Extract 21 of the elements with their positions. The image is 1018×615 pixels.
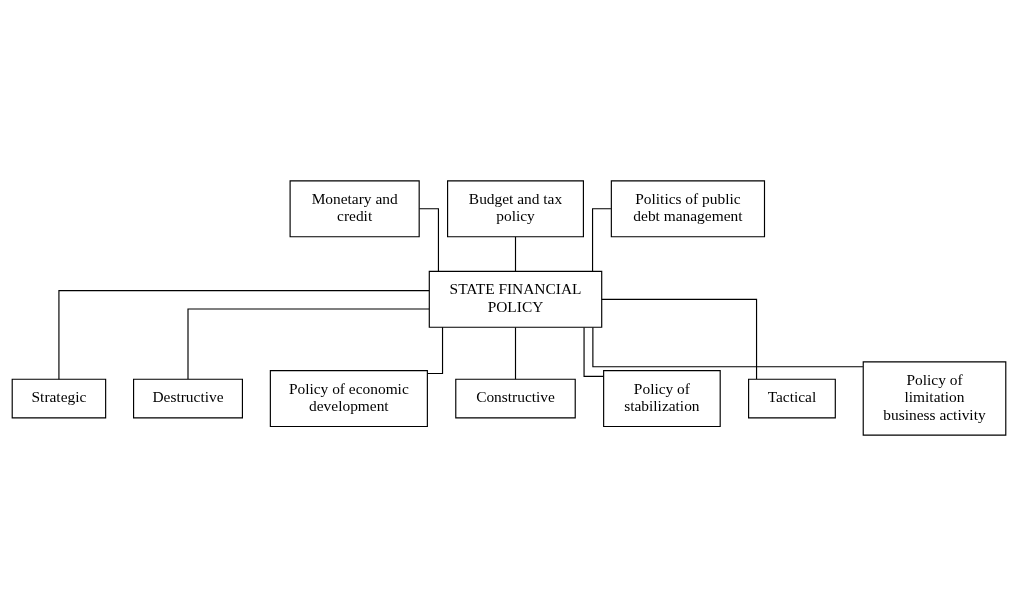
node-box: Policy of economic development (269, 369, 428, 427)
connector (418, 207, 439, 272)
node-box: STATE FINANCIAL POLICY (428, 270, 603, 328)
connector (592, 326, 864, 367)
connector (187, 307, 430, 380)
connector (514, 235, 517, 272)
node-box: Constructive (455, 378, 576, 418)
connector (58, 289, 430, 380)
node-box: Strategic (11, 378, 107, 418)
node-box: Tactical (748, 378, 836, 418)
connector (426, 326, 444, 374)
node-box: Monetary and credit (289, 179, 420, 237)
node-box: Policy of stabilization (603, 369, 721, 427)
connector (601, 298, 758, 379)
connector (591, 207, 612, 272)
node-box: Policy of limitation business activity (862, 360, 1007, 436)
connector (583, 326, 604, 377)
node-box: Politics of public debt management (610, 179, 766, 237)
connector (514, 326, 517, 380)
node-box: Budget and tax policy (447, 179, 584, 237)
node-box: Destructive (133, 378, 243, 418)
